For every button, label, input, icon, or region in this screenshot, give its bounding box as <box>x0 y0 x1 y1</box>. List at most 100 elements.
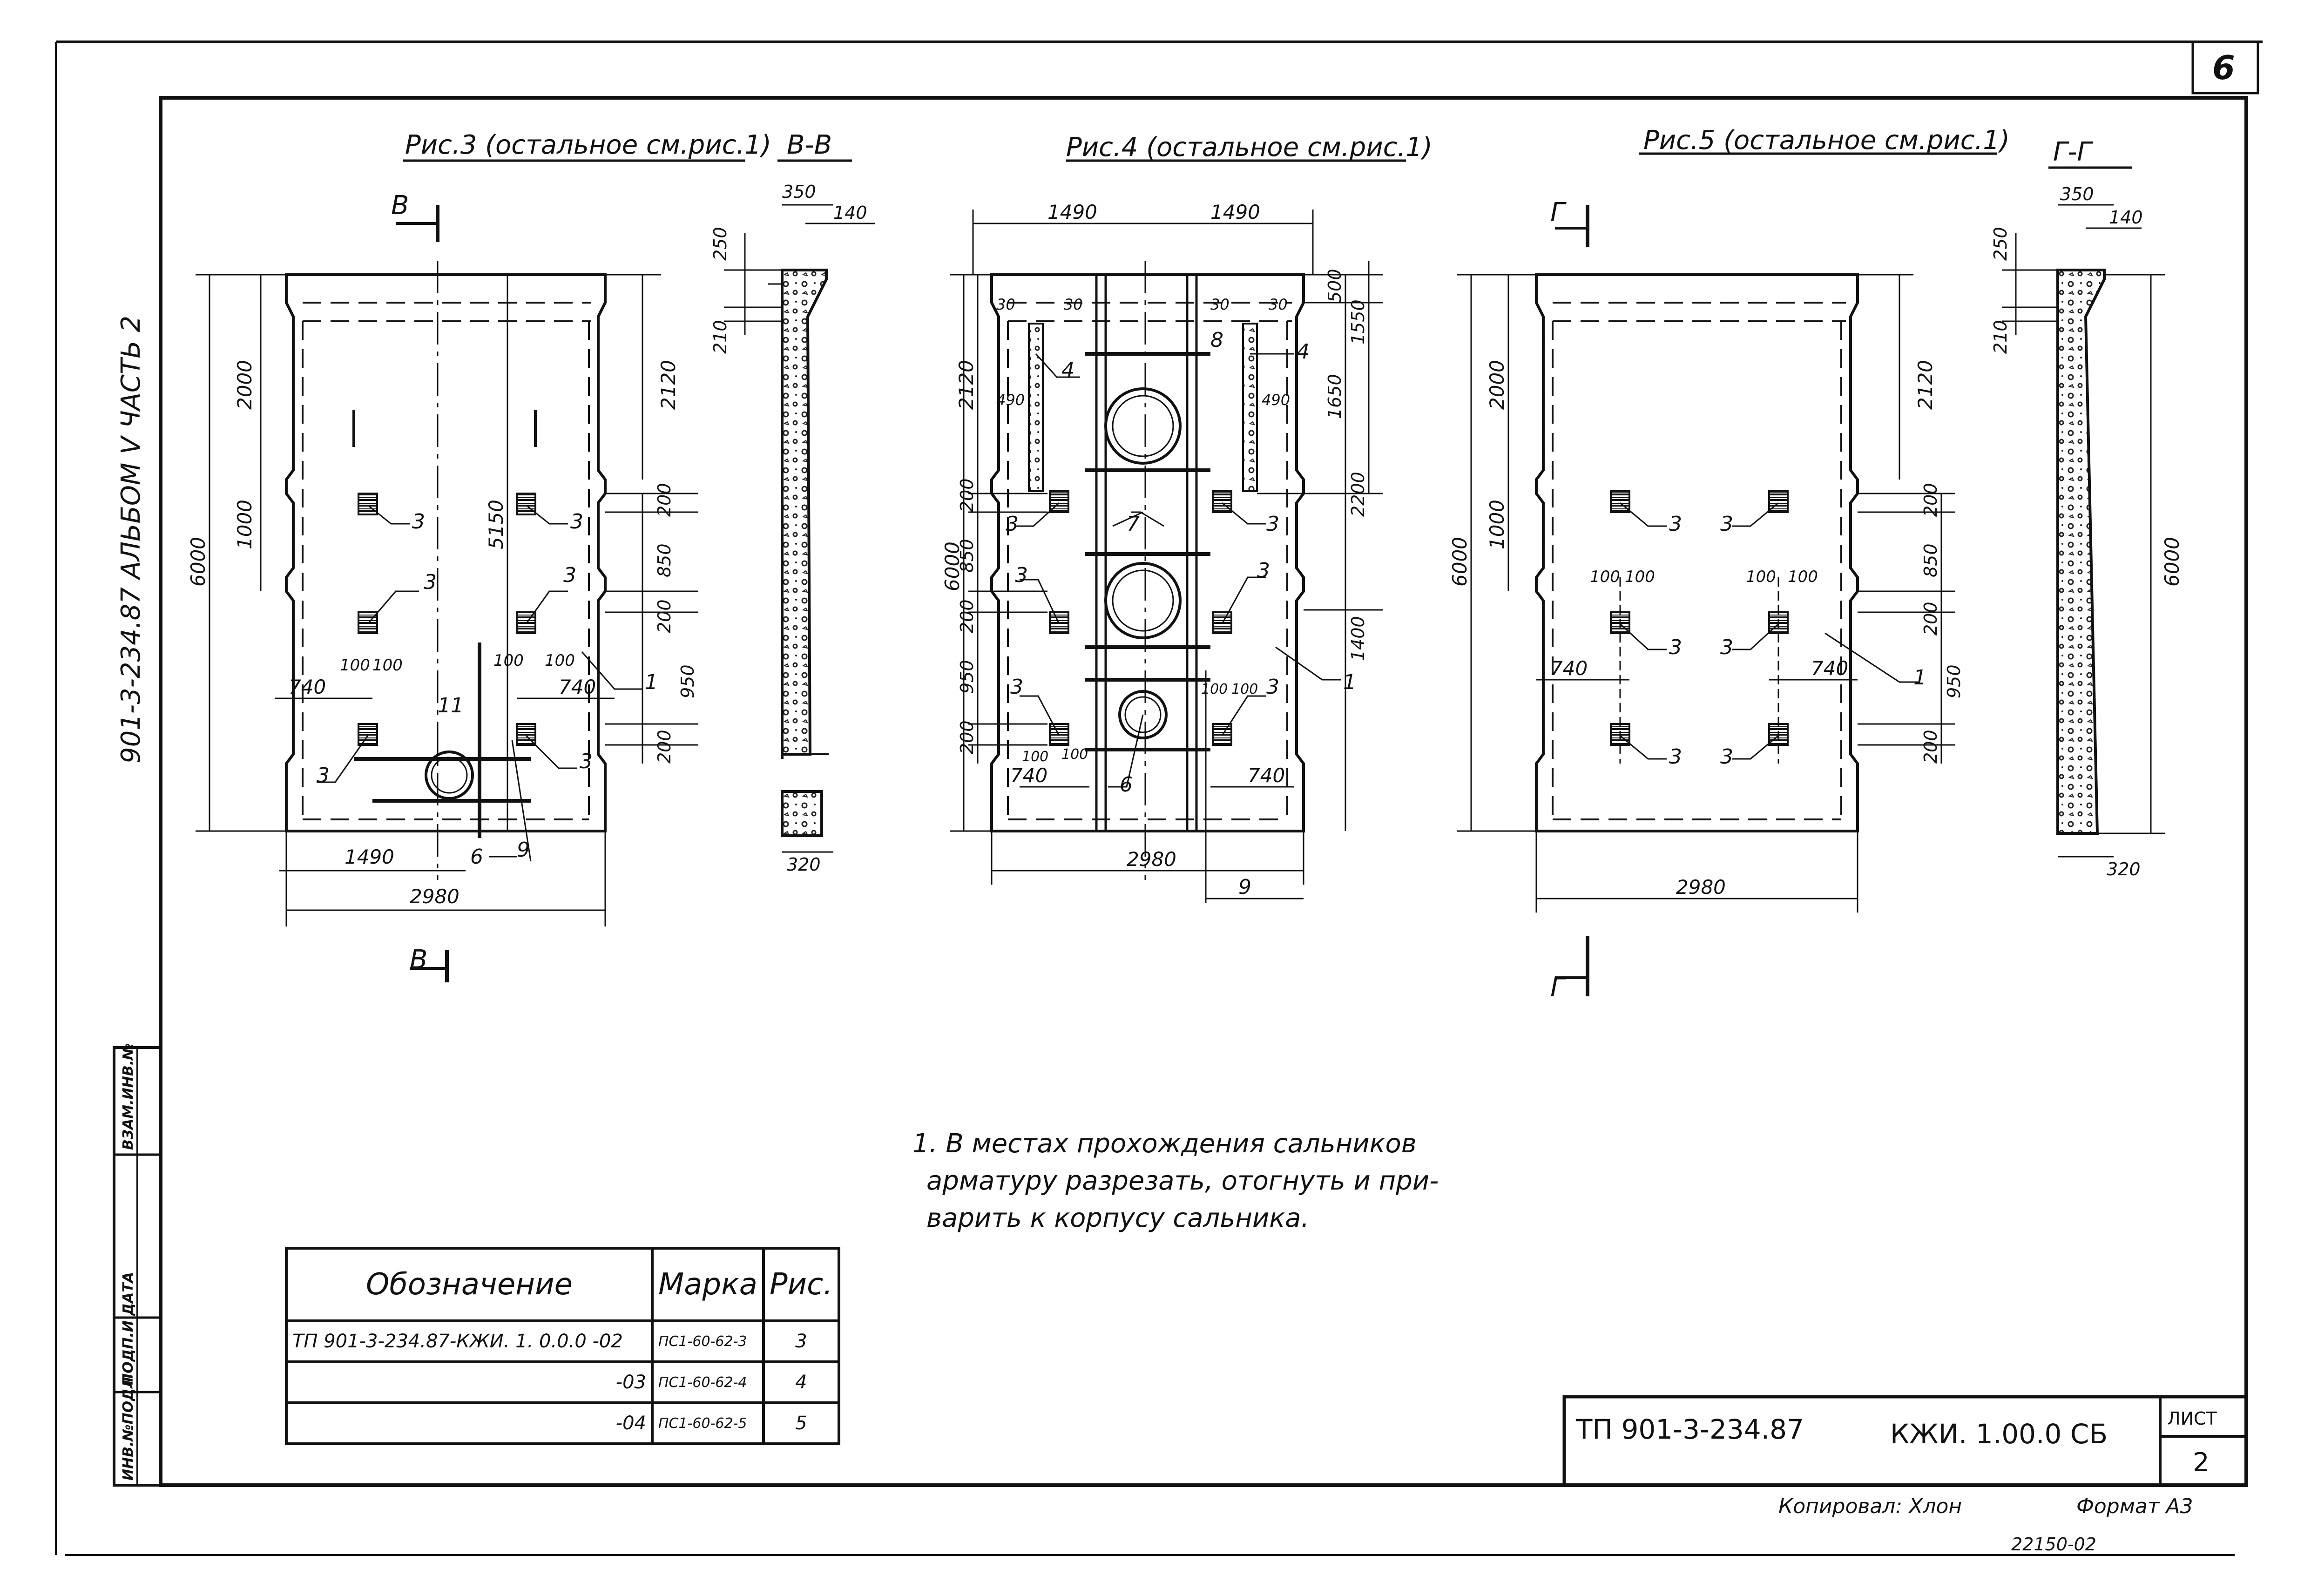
fig3-dim-320: 320 <box>787 854 821 875</box>
fig4-dim-1490b: 1490 <box>1210 201 1260 223</box>
footer-copied: Копировал: Хлон <box>1778 1495 1962 1518</box>
fig5-dim-100a: 100 <box>1590 568 1620 586</box>
section-vv <box>724 204 875 853</box>
fig3-dim-r850: 850 <box>654 543 675 577</box>
fig5-title: Рис.5 (остальное см.рис.1) <box>1643 125 2010 156</box>
fig3-callout-3e: 3 <box>317 764 330 787</box>
fig5-dim-210: 210 <box>1990 320 2011 354</box>
fig5-callout-3b: 3 <box>1720 512 1733 536</box>
fig4-dim-100b: 100 <box>1061 746 1088 763</box>
fig4-dim-490b: 490 <box>1262 391 1290 409</box>
fig4-dim-100d: 100 <box>1231 681 1258 697</box>
fig4-callout-3e: 3 <box>1010 675 1023 699</box>
fig4-dim-30b: 30 <box>1064 296 1083 313</box>
fig5-section-mark-bottom: Г <box>1550 973 1567 1003</box>
note-line-2: арматуру разрезать, отогнуть и при- <box>926 1166 1439 1196</box>
fig3-callout-6: 6 <box>470 845 483 869</box>
fig3-dim-6000: 6000 <box>187 537 209 587</box>
fig3-callout-3f: 3 <box>580 750 593 773</box>
fig4-dim-500: 500 <box>1324 269 1345 303</box>
fig5-callout-3a: 3 <box>1669 512 1682 536</box>
table-row: -04 ПС1-60-62-5 5 <box>285 1401 840 1445</box>
fig4-dim-6000: 6000 <box>941 541 964 591</box>
fig4-callout-3d: 3 <box>1257 559 1270 582</box>
fig4-dim-2980: 2980 <box>1127 848 1176 871</box>
header-designation: Обозначение <box>285 1247 654 1322</box>
fig5-dim-l6000: 6000 <box>1448 537 1471 587</box>
fig4-dim-l850: 850 <box>957 539 977 573</box>
fig4-dim-740a: 740 <box>1010 764 1047 787</box>
fig4-dim-1400: 1400 <box>1348 616 1368 661</box>
fig3-dim-5150: 5150 <box>485 500 507 549</box>
fig5-dim-r200b: 200 <box>1920 602 1941 636</box>
fig4-callout-8: 8 <box>1210 328 1223 352</box>
fig5-dim-350: 350 <box>2060 184 2094 204</box>
fig3-callout-3c: 3 <box>424 570 437 594</box>
table-row: ТП 901-3-234.87-КЖИ. 1. 0.0.0 -02 ПС1-60… <box>285 1319 840 1363</box>
row-designation: -03 <box>285 1360 654 1404</box>
fig4-dim-l200c: 200 <box>957 720 977 754</box>
fig4-dim-100a: 100 <box>1022 749 1048 765</box>
fig3-dim-2980: 2980 <box>410 885 459 908</box>
fig5-dim-r6000: 6000 <box>2161 537 2183 587</box>
title-project: ТП 901-3-234.87 <box>1575 1413 1804 1445</box>
row-designation: ТП 901-3-234.87-КЖИ. 1. 0.0.0 -02 <box>285 1319 654 1363</box>
row-fig: 5 <box>762 1401 840 1445</box>
fig5-callout-1: 1 <box>1913 666 1926 690</box>
fig3-callout-11: 11 <box>438 694 464 717</box>
fig3-dim-1000: 1000 <box>233 500 256 549</box>
fig5-dim-100b: 100 <box>1625 568 1655 586</box>
fig4-callout-3f: 3 <box>1266 675 1279 699</box>
row-designation: -04 <box>285 1401 654 1445</box>
fig4-dim-1490a: 1490 <box>1047 201 1097 223</box>
fig3-callout-3a: 3 <box>412 510 425 534</box>
fig4-dim-30c: 30 <box>1210 296 1230 313</box>
fig3-section-mark-bottom: В <box>410 945 427 975</box>
fig3-dim-r200b: 200 <box>654 599 675 633</box>
fig3-dim-r200c: 200 <box>654 730 675 764</box>
fig5-dim-r200c: 200 <box>1920 730 1941 764</box>
fig3-dim-350: 350 <box>782 182 816 202</box>
fig4-dim-l200b: 200 <box>957 599 977 633</box>
fig3-callout-1: 1 <box>645 670 658 694</box>
fig5-dim-2980: 2980 <box>1676 876 1726 899</box>
fig3-dim-740a: 740 <box>289 676 326 698</box>
sheet-number: 6 <box>2212 49 2235 87</box>
fig3-callout-3d: 3 <box>563 563 576 587</box>
fig5-dim-100d: 100 <box>1788 568 1818 586</box>
fig4-callout-3b: 3 <box>1266 512 1279 536</box>
fig3-section-title: В-В <box>787 130 832 160</box>
fig3-dim-210: 210 <box>710 320 730 354</box>
fig3-dim-2000: 2000 <box>233 360 256 410</box>
fig5-dim-320: 320 <box>2107 859 2141 879</box>
section-gg <box>2002 204 2165 858</box>
fig4-dim-1650: 1650 <box>1324 374 1345 419</box>
row-mark: ПС1-60-62-3 <box>651 1319 765 1363</box>
stamp-vzam: ВЗАМ.ИНВ.№ <box>120 1043 136 1150</box>
table-header-row: Обозначение Марка Рис. <box>285 1247 840 1322</box>
fig4-callout-6: 6 <box>1120 773 1133 797</box>
title-block <box>113 1046 2248 1487</box>
fig4-title: Рис.4 (остальное см.рис.1) <box>1066 132 1433 162</box>
fig5-dim-740a: 740 <box>1550 657 1588 680</box>
fig5-dim-740b: 740 <box>1811 657 1848 680</box>
fig3-dim-100a: 100 <box>340 656 370 675</box>
fig4-callout-7: 7 <box>1127 512 1140 536</box>
fig4-dim-l200a: 200 <box>957 478 977 512</box>
fig4-callout-4a: 4 <box>1061 358 1074 382</box>
fig5-dim-100c: 100 <box>1746 568 1776 586</box>
fig5-callout-3d: 3 <box>1720 636 1733 659</box>
fig3-dim-r200a: 200 <box>654 483 675 517</box>
fig3-callout-3b: 3 <box>570 510 583 534</box>
title-code: КЖИ. 1.00.0 СБ <box>1890 1418 2108 1450</box>
fig5-dim-1000: 1000 <box>1486 500 1508 549</box>
fig4-callout-9: 9 <box>1238 875 1251 899</box>
fig5-dim-2120: 2120 <box>1914 360 1937 410</box>
fig5-callout-3f: 3 <box>1720 745 1733 769</box>
fig3-dim-2120: 2120 <box>657 360 680 410</box>
stamp-sign: ПОДП.И ДАТА <box>120 1272 136 1385</box>
fig5-dim-140: 140 <box>2109 207 2143 228</box>
fig4-dim-2200: 2200 <box>1348 472 1368 517</box>
fig3-dim-250: 250 <box>710 227 730 261</box>
